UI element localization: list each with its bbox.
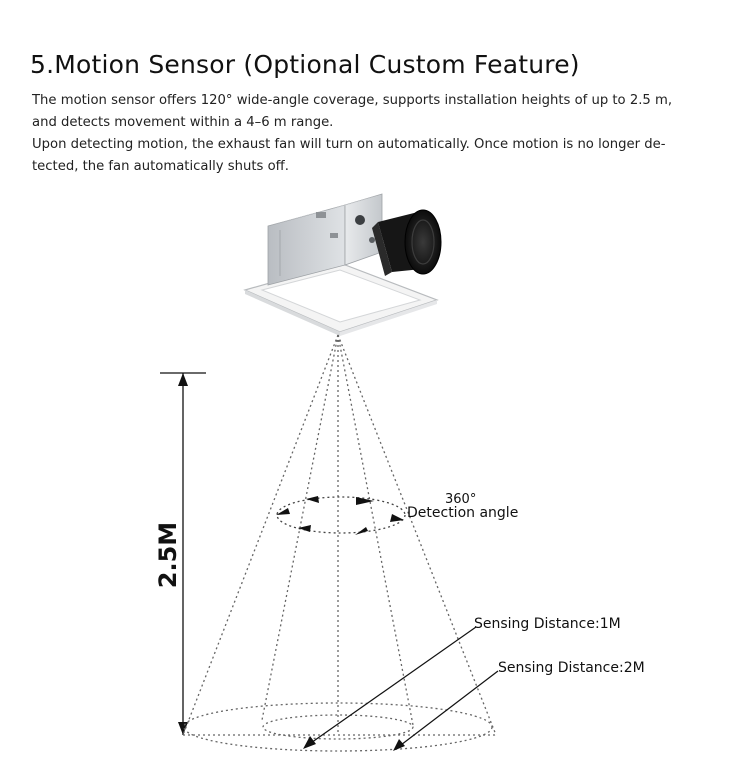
exhaust-fan-illustration: [243, 193, 442, 336]
description-line: tected, the fan automatically shuts off.: [32, 159, 289, 174]
description-line: The motion sensor offers 120° wide-angle…: [32, 93, 673, 108]
description-line: Upon detecting motion, the exhaust fan w…: [32, 137, 666, 152]
sensing-distance-1m-label: Sensing Distance:1M: [474, 616, 621, 632]
sensing-pointers: [303, 626, 499, 751]
height-label: 2.5M: [154, 522, 182, 588]
page-title: 5.Motion Sensor (Optional Custom Feature…: [30, 50, 580, 79]
angle-label: Detection angle: [407, 505, 518, 521]
angle-value: 360°: [445, 492, 476, 507]
rotation-indicator: [276, 496, 406, 535]
detection-cone: [182, 334, 497, 752]
sensing-distance-2m-label: Sensing Distance:2M: [498, 660, 645, 676]
description: The motion sensor offers 120° wide-angle…: [32, 90, 722, 178]
height-dimension: [160, 372, 206, 735]
description-line: and detects movement within a 4–6 m rang…: [32, 115, 334, 130]
